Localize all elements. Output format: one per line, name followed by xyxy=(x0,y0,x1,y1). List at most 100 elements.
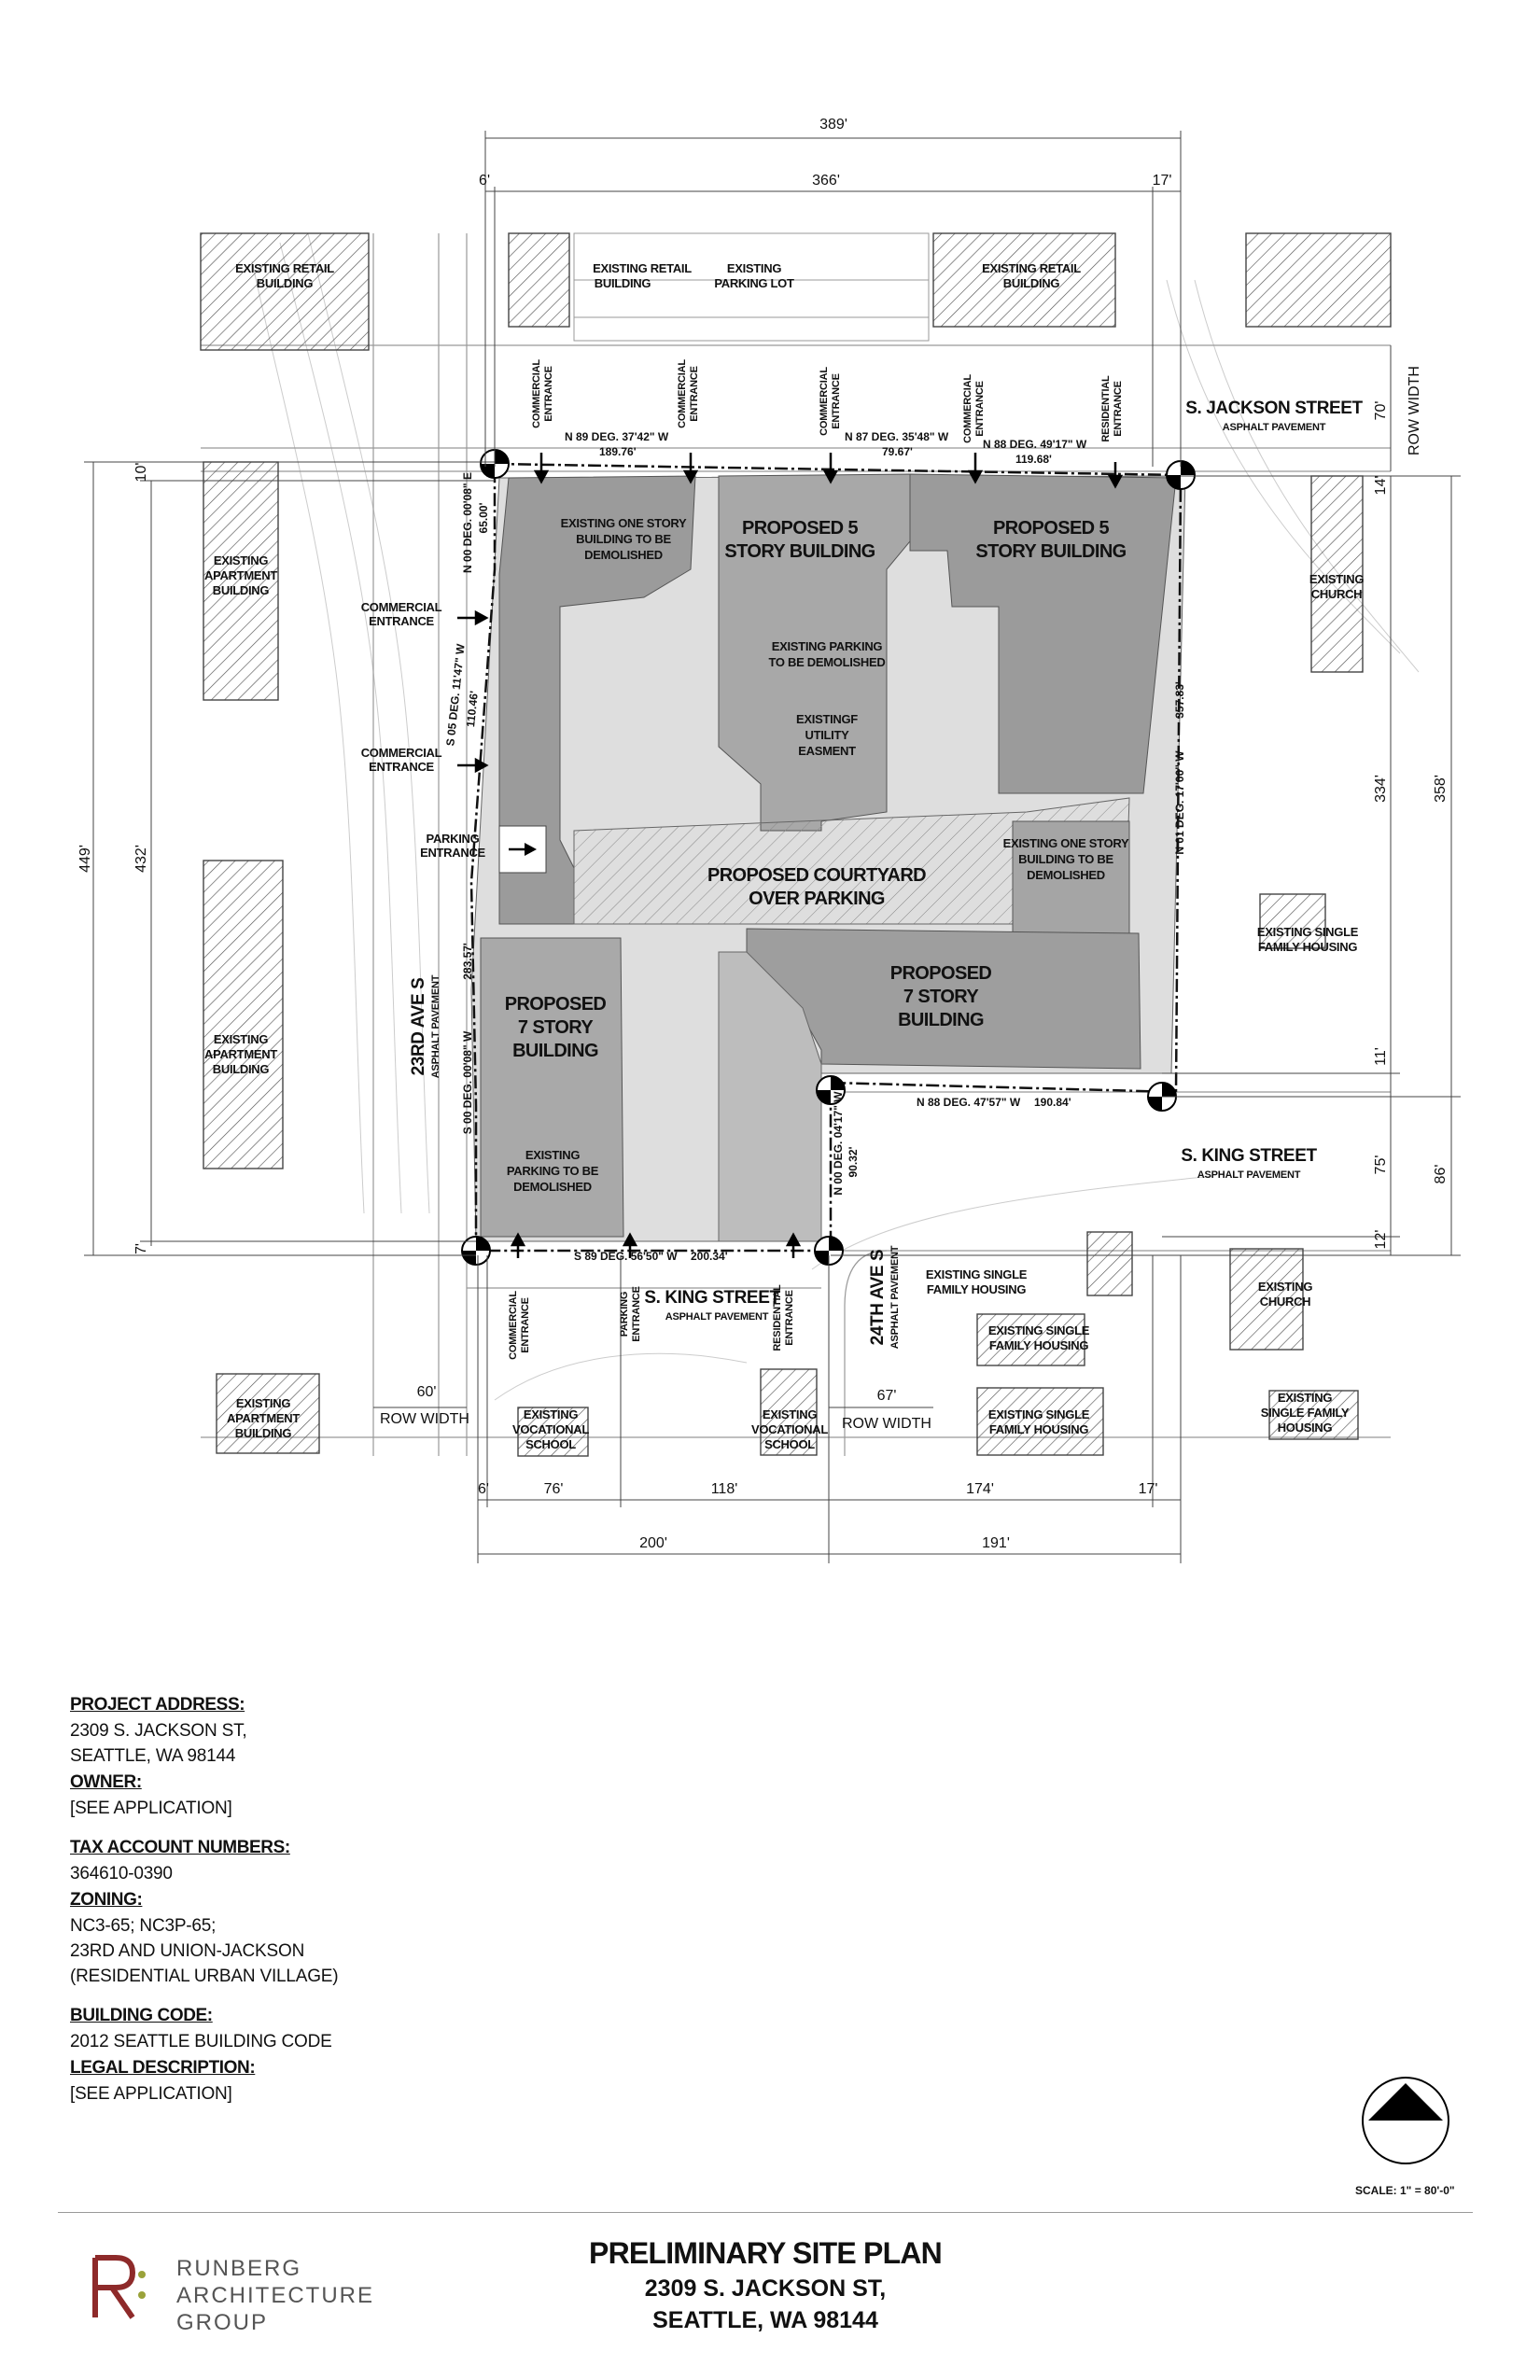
dim-86: 86' xyxy=(1433,1165,1449,1184)
svg-text:APARTMENT: APARTMENT xyxy=(204,568,277,582)
row-width-jackson: ROW WIDTH xyxy=(1407,366,1422,455)
svg-text:BUILDING: BUILDING xyxy=(213,583,270,597)
svg-text:ASPHALT PAVEMENT: ASPHALT PAVEMENT xyxy=(1197,1169,1301,1181)
dimension-lines xyxy=(84,131,1461,1563)
svg-text:BUILDING: BUILDING xyxy=(898,1010,984,1030)
firm-name-line3: GROUP xyxy=(176,2310,269,2335)
entrance-arrows xyxy=(457,453,1124,1258)
svg-text:N 88 DEG. 47'57" W: N 88 DEG. 47'57" W xyxy=(917,1096,1021,1109)
svg-text:EXISTING SINGLE: EXISTING SINGLE xyxy=(926,1267,1028,1281)
project-address-line2: SEATTLE, WA 98144 xyxy=(70,1746,236,1766)
dim-6-top: 6' xyxy=(479,173,490,189)
svg-text:COMMERCIAL: COMMERCIAL xyxy=(361,600,442,614)
project-info: PROJECT ADDRESS: 2309 S. JACKSON ST, SEA… xyxy=(70,1691,723,2107)
existing-parking-lot xyxy=(573,232,930,342)
svg-text:N 00 DEG. 04'17" W: N 00 DEG. 04'17" W xyxy=(832,1091,845,1196)
svg-text:PROPOSED 5: PROPOSED 5 xyxy=(993,518,1110,539)
dim-174: 174' xyxy=(966,1481,994,1497)
bearing-labels: N 89 DEG. 37'42" W 189.76' N 87 DEG. 35'… xyxy=(443,430,1186,1263)
svg-text:STORY BUILDING: STORY BUILDING xyxy=(975,541,1126,562)
svg-text:ASPHALT PAVEMENT: ASPHALT PAVEMENT xyxy=(430,974,441,1078)
23rd-ave-label: 23RD AVE S xyxy=(409,978,428,1076)
svg-text:EASMENT: EASMENT xyxy=(798,744,856,758)
svg-text:N 01 DEG. 17'00" W: N 01 DEG. 17'00" W xyxy=(1173,750,1186,855)
king-street-east-label: S. KING STREET xyxy=(1181,1146,1317,1166)
north-arrow-icon xyxy=(1362,2077,1449,2164)
parking-entrance-box xyxy=(498,825,547,874)
svg-text:PARKING LOT: PARKING LOT xyxy=(714,276,794,290)
svg-text:ENTRANCE: ENTRANCE xyxy=(631,1286,642,1342)
svg-text:COMMERCIAL: COMMERCIAL xyxy=(677,359,688,428)
svg-text:EXISTING RETAIL: EXISTING RETAIL xyxy=(235,261,334,275)
svg-text:CHURCH: CHURCH xyxy=(1311,587,1363,601)
building-code-label: BUILDING CODE: xyxy=(70,2006,213,2025)
dim-200: 200' xyxy=(639,1535,667,1551)
dim-11: 11' xyxy=(1373,1047,1389,1066)
svg-text:EXISTING SINGLE: EXISTING SINGLE xyxy=(988,1407,1090,1421)
svg-text:7 STORY: 7 STORY xyxy=(518,1017,595,1038)
firm-name-line2: ARCHITECTURE xyxy=(176,2283,375,2308)
dim-76: 76' xyxy=(544,1481,564,1497)
svg-text:DEMOLISHED: DEMOLISHED xyxy=(1027,868,1105,882)
svg-text:OVER PARKING: OVER PARKING xyxy=(749,889,885,909)
svg-text:APARTMENT: APARTMENT xyxy=(227,1411,300,1425)
svg-text:PROPOSED: PROPOSED xyxy=(890,963,992,984)
title-block: PRELIMINARY SITE PLAN 2309 S. JACKSON ST… xyxy=(523,2233,1008,2336)
svg-text:90.32': 90.32' xyxy=(847,1146,860,1177)
svg-text:N 87 DEG. 35'48" W: N 87 DEG. 35'48" W xyxy=(845,430,949,443)
svg-text:TO BE DEMOLISHED: TO BE DEMOLISHED xyxy=(769,655,886,669)
svg-text:S 05 DEG. 11'47" W: S 05 DEG. 11'47" W xyxy=(443,643,467,747)
dim-389: 389' xyxy=(819,117,847,133)
owner-label: OWNER: xyxy=(70,1772,142,1792)
row-width-23rd: ROW WIDTH xyxy=(380,1411,469,1427)
svg-text:ENTRANCE: ENTRANCE xyxy=(520,1297,531,1353)
topography-lines xyxy=(251,232,1420,1401)
svg-text:ENTRANCE: ENTRANCE xyxy=(689,366,700,422)
dim-7: 7' xyxy=(133,1243,149,1254)
24th-ave-label: 24TH AVE S xyxy=(868,1250,888,1346)
svg-text:VOCATIONAL: VOCATIONAL xyxy=(751,1422,828,1436)
svg-text:EXISTING: EXISTING xyxy=(763,1407,817,1421)
svg-text:UTILITY: UTILITY xyxy=(805,728,849,742)
legal-description-label: LEGAL DESCRIPTION: xyxy=(70,2058,256,2078)
dim-191: 191' xyxy=(982,1535,1010,1551)
svg-text:EXISTING: EXISTING xyxy=(524,1407,578,1421)
svg-text:VOCATIONAL: VOCATIONAL xyxy=(512,1422,589,1436)
proposed-site-massing xyxy=(470,473,1186,1242)
svg-text:EXISTING: EXISTING xyxy=(236,1396,290,1410)
svg-text:ENTRANCE: ENTRANCE xyxy=(420,846,485,860)
street-names: S. JACKSON STREET ASPHALT PAVEMENT S. KI… xyxy=(409,399,1364,1349)
svg-text:FAMILY HOUSING: FAMILY HOUSING xyxy=(989,1338,1089,1352)
svg-text:COMMERCIAL: COMMERCIAL xyxy=(361,746,442,760)
svg-text:110.46': 110.46' xyxy=(464,690,481,727)
sheet-title: PRELIMINARY SITE PLAN xyxy=(589,2236,943,2270)
svg-text:200.34': 200.34' xyxy=(691,1250,728,1263)
svg-text:DEMOLISHED: DEMOLISHED xyxy=(584,548,663,562)
svg-text:BUILDING TO BE: BUILDING TO BE xyxy=(1018,852,1113,866)
svg-text:N 88 DEG. 49'17" W: N 88 DEG. 49'17" W xyxy=(983,438,1087,451)
svg-text:BUILDING: BUILDING xyxy=(595,276,651,290)
tax-value: 364610-0390 xyxy=(70,1864,173,1883)
row-width-24th: ROW WIDTH xyxy=(842,1416,931,1432)
zoning-line3: (RESIDENTIAL URBAN VILLAGE) xyxy=(70,1967,339,1986)
owner-value: [SEE APPLICATION] xyxy=(70,1799,232,1818)
dim-358: 358' xyxy=(1433,775,1449,803)
dim-17-top: 17' xyxy=(1153,173,1172,189)
svg-text:EXISTING ONE STORY: EXISTING ONE STORY xyxy=(1003,836,1129,850)
svg-text:FAMILY HOUSING: FAMILY HOUSING xyxy=(989,1422,1089,1436)
svg-text:COMMERCIAL: COMMERCIAL xyxy=(531,359,542,428)
dim-10: 10' xyxy=(133,463,149,483)
svg-text:283.57': 283.57' xyxy=(461,943,474,980)
svg-text:SCHOOL: SCHOOL xyxy=(525,1437,576,1451)
svg-text:EXISTING: EXISTING xyxy=(1278,1391,1332,1405)
dim-118: 118' xyxy=(711,1481,738,1497)
svg-text:BUILDING: BUILDING xyxy=(213,1062,270,1076)
svg-text:189.76': 189.76' xyxy=(599,445,637,458)
site-plan-drawing: 389' 6' 366' 17' 449' 432' 10' 7' 14' 33… xyxy=(77,117,1461,1563)
svg-text:FAMILY HOUSING: FAMILY HOUSING xyxy=(927,1282,1027,1296)
svg-text:EXISTING: EXISTING xyxy=(525,1148,580,1162)
svg-text:ASPHALT PAVEMENT: ASPHALT PAVEMENT xyxy=(1223,422,1326,433)
project-address-label: PROJECT ADDRESS: xyxy=(70,1695,245,1715)
svg-text:7 STORY: 7 STORY xyxy=(903,987,980,1007)
dim-366: 366' xyxy=(812,173,840,189)
